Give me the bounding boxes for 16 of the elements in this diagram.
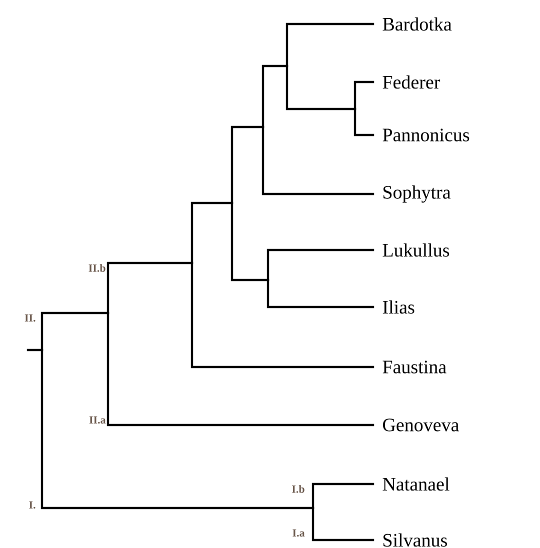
cluster-label: II.b — [88, 264, 106, 272]
cluster-label: I.a — [292, 529, 305, 537]
cluster-label: I. — [29, 501, 36, 509]
leaf-label: Pannonicus — [382, 128, 470, 142]
cluster-label: II.a — [89, 416, 106, 424]
leaf-label: Lukullus — [382, 243, 450, 257]
leaf-label: Federer — [382, 75, 440, 89]
leaf-label: Natanael — [382, 477, 450, 491]
leaf-label: Bardotka — [382, 17, 452, 31]
leaf-label: Sophytra — [383, 185, 451, 203]
cluster-label: I.b — [292, 485, 304, 493]
leaf-label: Faustina — [382, 360, 446, 374]
leaf-label: Silvanus — [383, 533, 447, 547]
leaf-label: Genoveva — [383, 418, 459, 432]
leaf-label: Ilias — [382, 300, 414, 314]
cluster-label: II. — [24, 314, 36, 322]
